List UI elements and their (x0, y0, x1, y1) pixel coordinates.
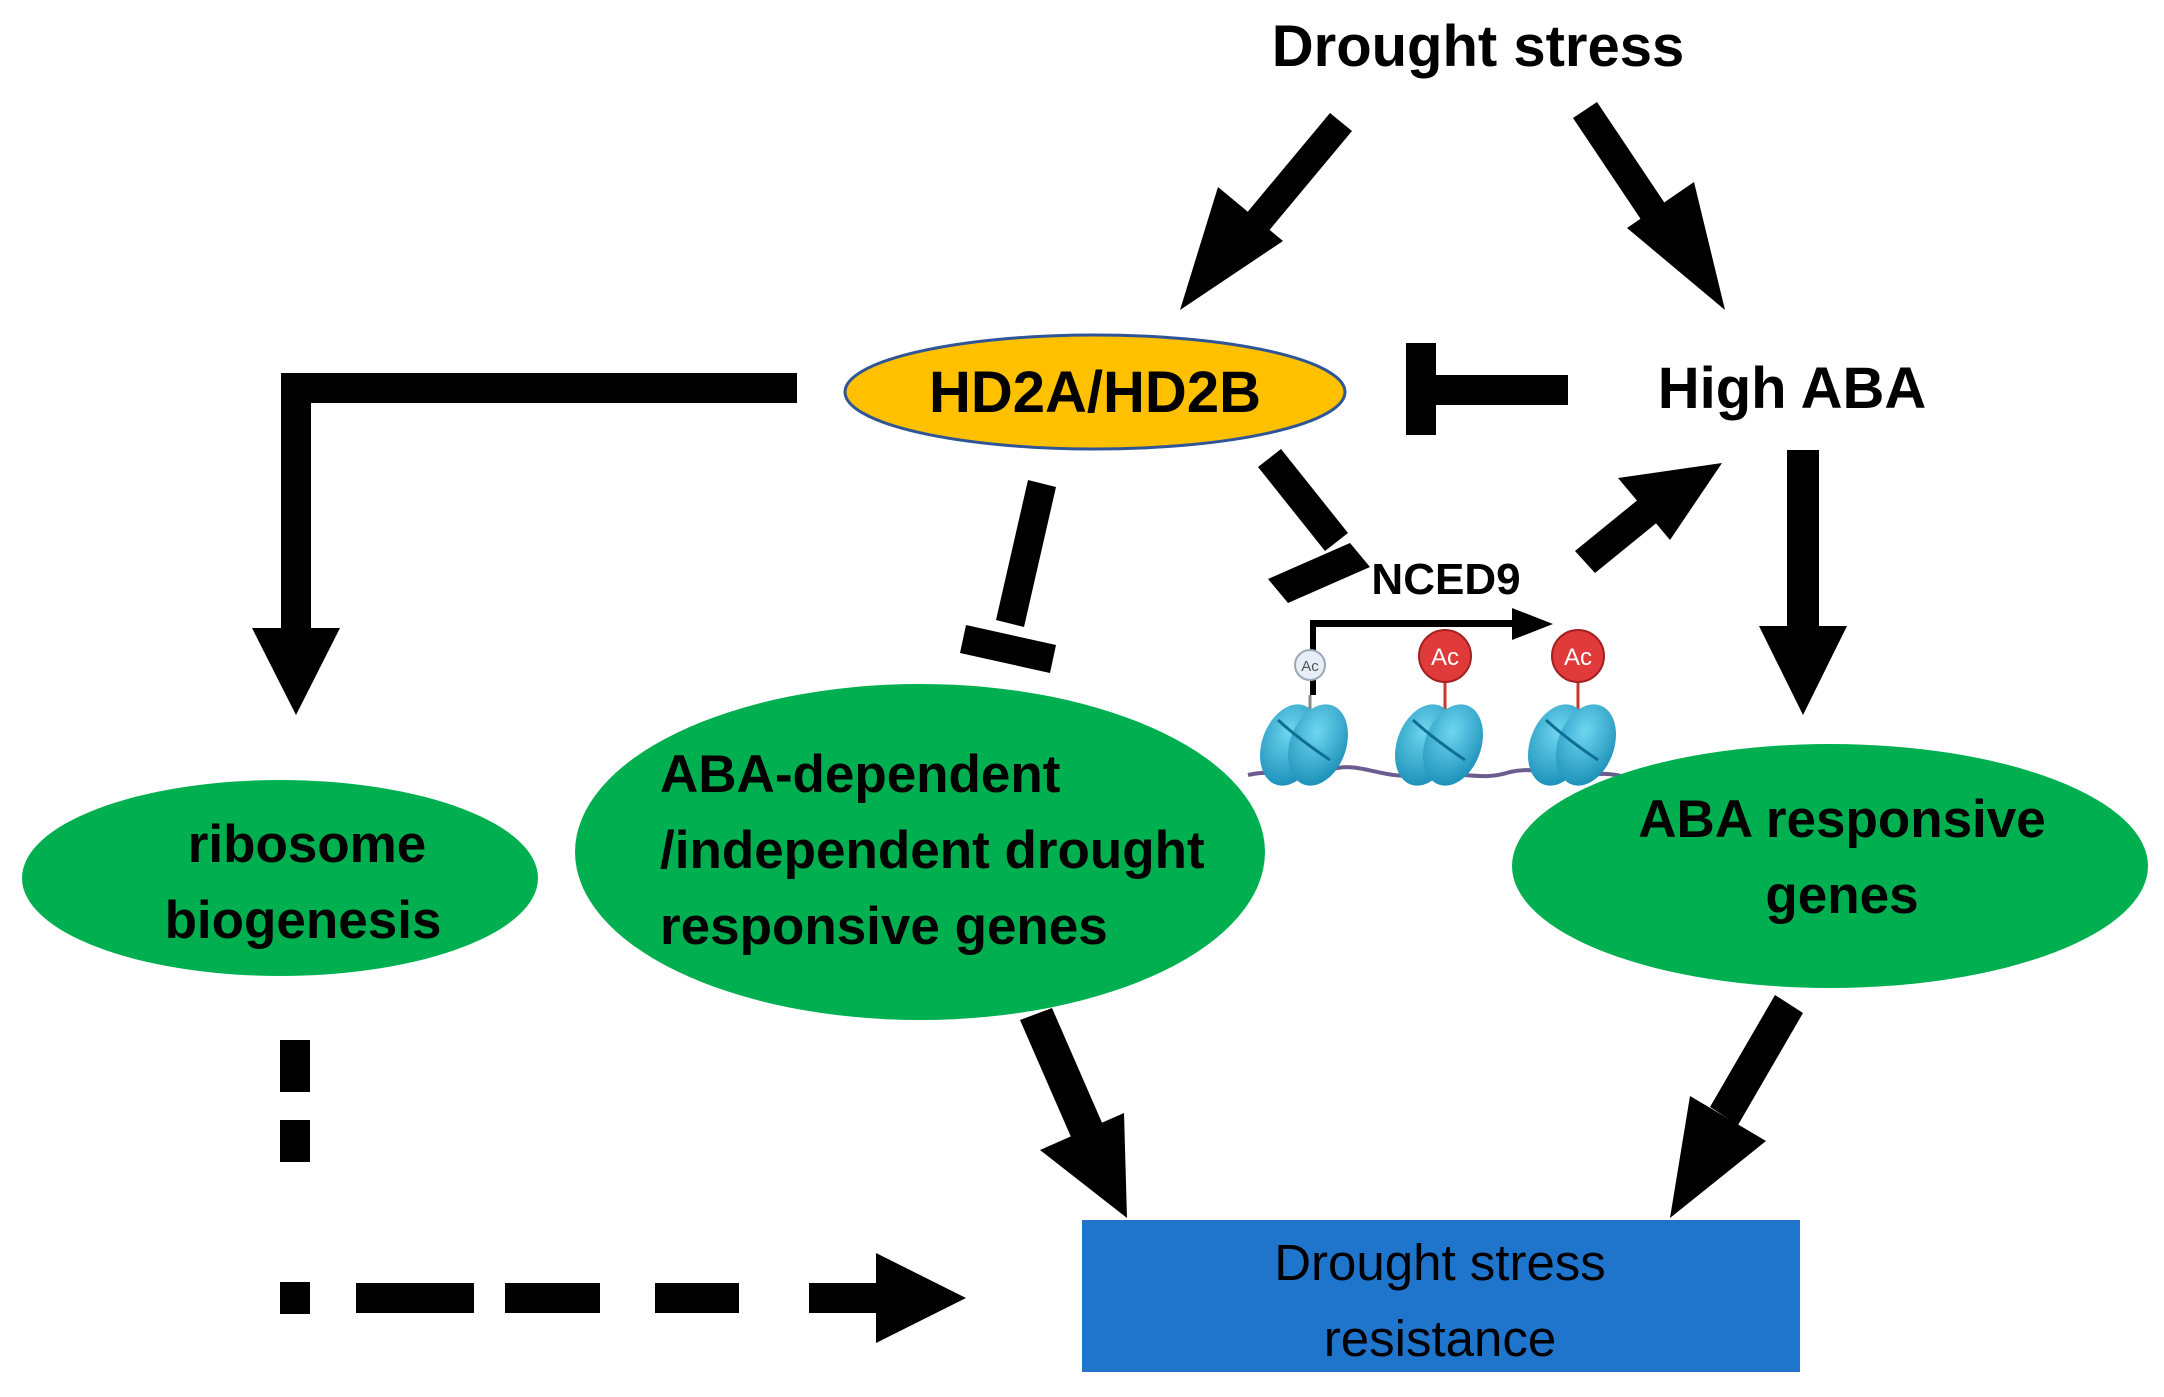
arrow-aba-dependent-to-resistance (1020, 1008, 1127, 1218)
resistance-box (1082, 1220, 1800, 1372)
aba-dependent-label-line1: ABA-dependent (660, 745, 1060, 804)
inhibit-high-aba-to-hd2 (1406, 343, 1568, 435)
aba-dependent-ellipse (575, 684, 1265, 1020)
aba-responsive-label-line2: genes (1765, 866, 1918, 925)
arrow-high-aba-to-aba-responsive (1759, 450, 1847, 715)
acetyl-mark-2 (1418, 629, 1472, 683)
arrow-aba-responsive-to-resistance (1670, 995, 1803, 1218)
ribosome-ellipse (22, 780, 538, 976)
resistance-label-line1: Drought stress (1274, 1234, 1606, 1291)
arrow-hd2-to-ribosome (252, 373, 797, 715)
hd2-ellipse (843, 333, 1347, 451)
nucleosome-3: Ac (1528, 629, 1616, 786)
aba-responsive-ellipse (1512, 744, 2148, 988)
arrow-stress-to-high-aba (1573, 102, 1725, 310)
nced9-label: NCED9 (1371, 555, 1520, 604)
ribosome-label-line2: biogenesis (165, 891, 442, 950)
aba-dependent-label-line2: /independent drought (660, 821, 1205, 880)
acetyl-mark-1-label: Ac (1301, 658, 1319, 675)
acetyl-mark-3 (1551, 629, 1605, 683)
aba-responsive-label-line1: ABA responsive (1638, 790, 2045, 849)
high-aba-label: High ABA (1658, 356, 1926, 421)
acetyl-mark-1 (1294, 649, 1326, 681)
arrow-nced9-to-high-aba (1575, 463, 1722, 573)
aba-responsive-genes-node: ABA responsive genes (1512, 744, 2148, 988)
aba-dependent-label-line3: responsive genes (660, 897, 1108, 956)
inhibit-hd2-to-aba-dependent (960, 480, 1056, 673)
aba-dependent-genes-node: ABA-dependent /independent drought respo… (575, 684, 1265, 1020)
drought-resistance-node: Drought stress resistance (1082, 1220, 1800, 1372)
inhibit-hd2-to-nced9 (1258, 449, 1370, 603)
acetyl-mark-3-label: Ac (1564, 644, 1592, 671)
nced9-gene: NCED9 Ac Ac (1247, 555, 1631, 786)
hd2a-hd2b-node: HD2A/HD2B (843, 333, 1347, 451)
resistance-label-line2: resistance (1324, 1310, 1556, 1367)
nucleosome-2: Ac (1395, 629, 1483, 786)
ribosome-label-line1: ribosome (188, 815, 427, 874)
hd2-label: HD2A/HD2B (929, 360, 1261, 425)
acetyl-mark-2-label: Ac (1431, 644, 1459, 671)
drought-stress-label: Drought stress (1272, 14, 1685, 79)
arrow-stress-to-hd2 (1180, 113, 1352, 310)
nucleosome-1: Ac (1260, 649, 1348, 786)
dashed-arrow-ribosome-to-resistance (280, 1040, 966, 1343)
ribosome-biogenesis-node: ribosome biogenesis (22, 780, 538, 976)
